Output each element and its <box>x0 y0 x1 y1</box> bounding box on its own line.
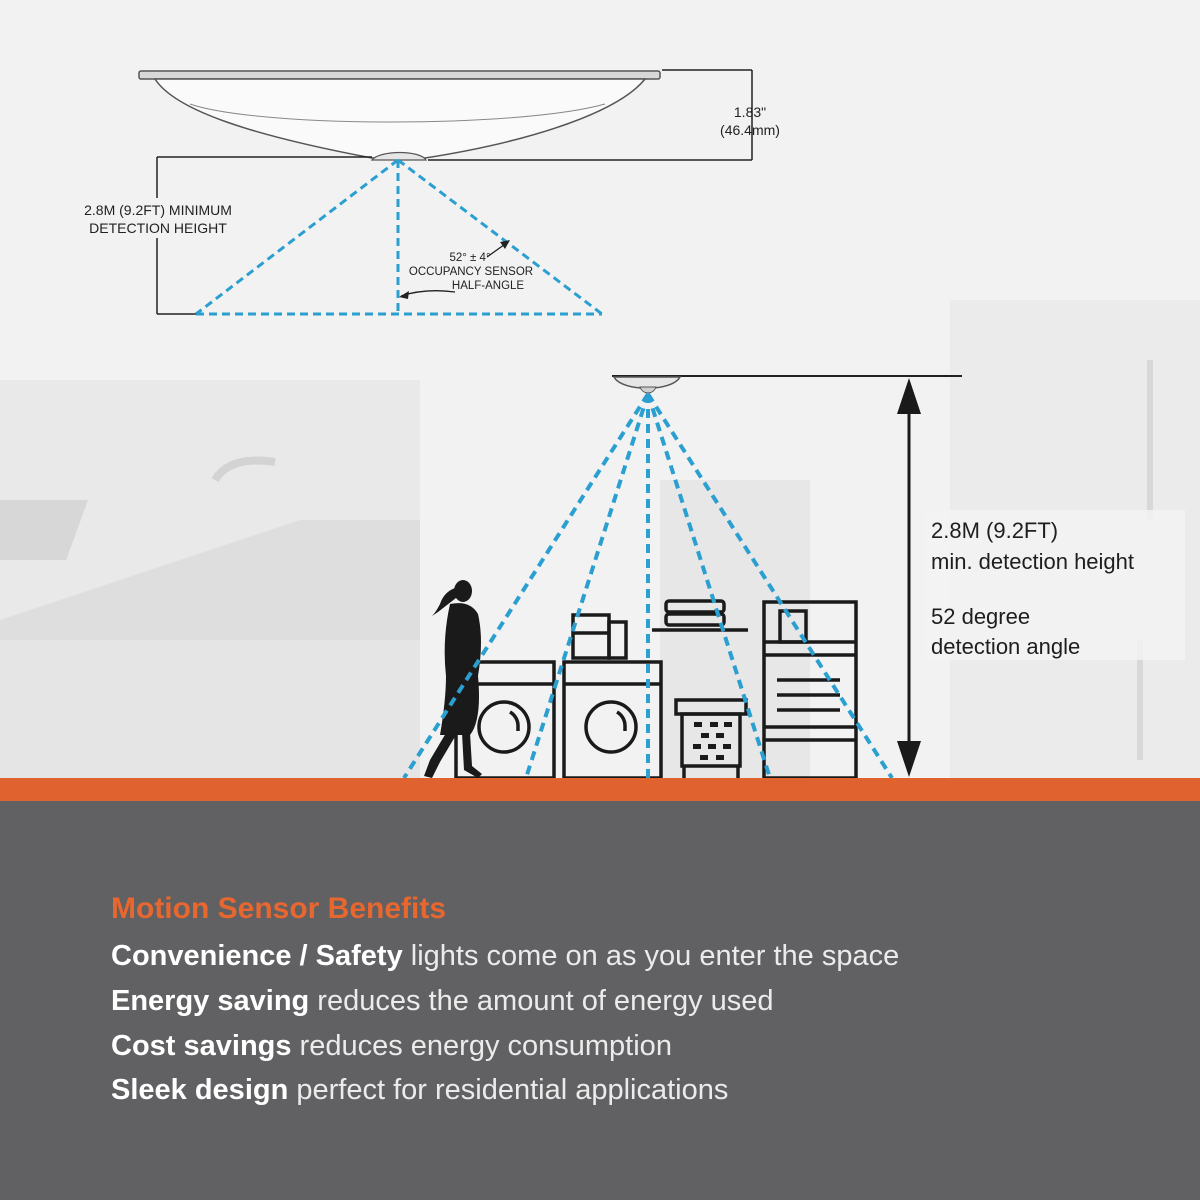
room-height-label-1: 2.8M (9.2FT) <box>931 518 1058 543</box>
detergent-icon <box>571 613 628 660</box>
min-height-label-2: DETECTION HEIGHT <box>89 220 227 236</box>
benefit-text: lights come on as you enter the space <box>402 940 900 972</box>
benefit-item: Sleek design perfect for residential app… <box>111 1074 728 1107</box>
height-arrow <box>897 378 921 777</box>
fixture-profile <box>138 70 661 161</box>
height-dim-mm-label: (46.4mm) <box>720 122 780 138</box>
min-height-label-1: 2.8M (9.2FT) MINIMUM <box>84 202 232 218</box>
angle-sensor-label: OCCUPANCY SENSOR <box>409 266 533 278</box>
height-dim-label: 1.83" <box>734 104 766 120</box>
benefit-heading: Energy saving <box>111 985 310 1017</box>
cabinet-icon <box>762 600 858 780</box>
room-detection-cone <box>402 392 894 780</box>
benefit-text: perfect for residential applications <box>288 1074 729 1106</box>
benefit-heading: Cost savings <box>111 1030 292 1062</box>
benefit-item: Energy saving reduces the amount of ener… <box>111 985 774 1018</box>
benefit-heading: Convenience / Safety <box>111 940 403 972</box>
height-dimension: 1.83" (46.4mm) <box>428 69 780 161</box>
angle-half-label: HALF-ANGLE <box>452 280 525 292</box>
benefits-panel <box>0 801 1200 1200</box>
min-height-dimension: 2.8M (9.2FT) MINIMUM DETECTION HEIGHT <box>62 156 372 315</box>
room-height-label-2: min. detection height <box>931 549 1134 574</box>
person-silhouette <box>424 580 482 778</box>
benefit-text: reduces energy consumption <box>291 1030 672 1062</box>
angle-value-label: 52° ± 4° <box>449 252 490 264</box>
towel-shelf-icon <box>652 599 748 632</box>
background-kitchen-image <box>0 360 1153 780</box>
benefit-item: Convenience / Safety lights come on as y… <box>111 940 899 973</box>
benefit-text: reduces the amount of energy used <box>309 985 774 1017</box>
room-angle-label-2: detection angle <box>931 634 1080 659</box>
half-angle-annotation: 52° ± 4° OCCUPANCY SENSOR HALF-ANGLE <box>399 240 533 299</box>
benefits-title: Motion Sensor Benefits <box>111 892 447 925</box>
benefit-item: Cost savings reduces energy consumption <box>111 1030 672 1063</box>
motion-sensor-diagram: 1.83" (46.4mm) 2.8M (9.2FT) MINIMUM DETE… <box>0 69 1185 780</box>
laundry-basket-icon <box>674 698 748 780</box>
top-detection-cone <box>195 158 603 316</box>
benefit-heading: Sleek design <box>111 1074 289 1106</box>
room-angle-label-1: 52 degree <box>931 604 1030 629</box>
floor-stripe <box>0 778 1200 801</box>
ceiling-fixture-icon <box>612 376 682 394</box>
